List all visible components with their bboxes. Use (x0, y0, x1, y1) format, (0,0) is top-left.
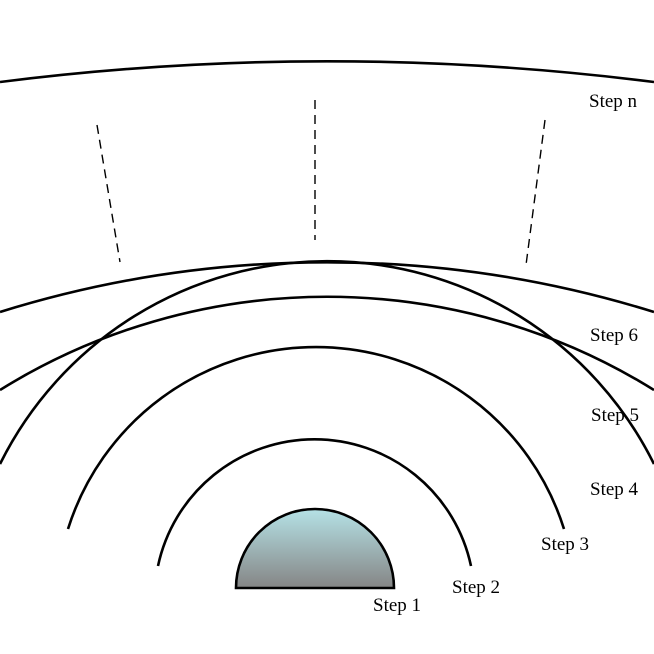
step-1-dome (234, 507, 396, 590)
step-2-arc (156, 437, 473, 567)
step-1-label: Step 1 (373, 595, 421, 616)
step-5-label: Step 5 (591, 405, 639, 426)
step-n-arc (0, 60, 654, 84)
step-2-label: Step 2 (452, 577, 500, 598)
step-6-arc (0, 261, 654, 314)
step-3-arc (66, 345, 566, 530)
step-6-label: Step 6 (590, 325, 638, 346)
step-4-arc (0, 259, 654, 465)
continuation-dash-right (525, 119, 546, 266)
step-n-label: Step n (589, 91, 638, 112)
step-3-label: Step 3 (541, 534, 589, 555)
step-5-arc (0, 295, 654, 392)
continuation-dash-left (96, 124, 121, 263)
step-4-label: Step 4 (590, 479, 639, 500)
